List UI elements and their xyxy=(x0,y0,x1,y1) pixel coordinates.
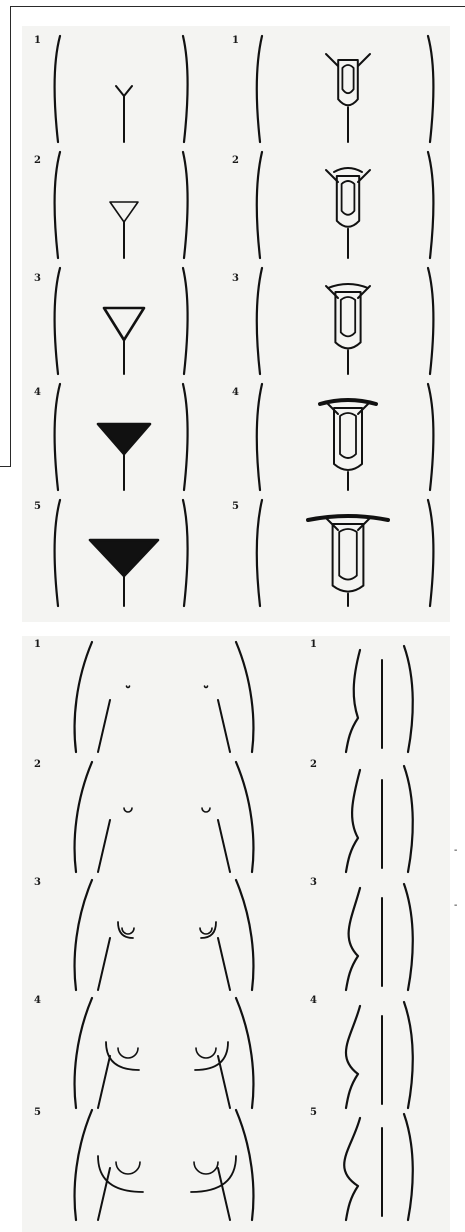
front-torso-left-5 xyxy=(75,1110,92,1220)
front-left-nipple-4 xyxy=(118,1048,138,1058)
male-right-thigh-5 xyxy=(428,500,434,606)
front-left-breast-3 xyxy=(118,922,133,938)
female-left-thigh-4 xyxy=(55,384,61,490)
front-left-nipple-2 xyxy=(124,808,132,812)
front-right-breast-3 xyxy=(201,922,216,938)
female-right-thigh-3 xyxy=(183,268,188,374)
female-pubic-stage-3 xyxy=(104,308,144,340)
front-torso-right-2 xyxy=(236,762,253,872)
side-chest-profile-2 xyxy=(346,770,360,872)
front-arm-lines-3 xyxy=(98,938,230,990)
female-pubic-stage-5 xyxy=(90,540,158,576)
front-right-nipple-1 xyxy=(205,686,208,688)
female-pubic-stage-2 xyxy=(110,202,138,222)
male-left-thigh-1 xyxy=(257,36,262,142)
male-penis-stage-5 xyxy=(339,529,357,580)
male-left-thigh-3 xyxy=(257,268,262,374)
side-chest-profile-3 xyxy=(346,888,360,990)
male-pubic-hair-stage-3 xyxy=(328,284,368,288)
front-torso-right-5 xyxy=(236,1110,253,1220)
female-right-thigh-2 xyxy=(183,152,188,258)
male-left-thigh-5 xyxy=(257,500,262,606)
male-penis-stage-2 xyxy=(342,181,355,215)
female-pubic-stage-1 xyxy=(116,86,132,142)
female-left-thigh-1 xyxy=(55,36,61,142)
front-torso-left-3 xyxy=(75,880,92,990)
front-left-nipple-1 xyxy=(127,686,130,688)
front-right-nipple-4 xyxy=(196,1048,216,1058)
male-right-thigh-2 xyxy=(428,152,434,258)
side-chest-profile-1 xyxy=(346,650,360,752)
male-pubic-hair-stage-4 xyxy=(320,400,376,404)
male-pubic-hair-stage-5 xyxy=(308,516,388,520)
side-back-profile-5 xyxy=(404,1114,413,1220)
front-right-nipple-2 xyxy=(202,808,210,812)
side-chest-profile-4 xyxy=(346,1006,360,1108)
front-arm-lines-5 xyxy=(98,1168,230,1220)
male-pubic-hair-stage-2 xyxy=(334,168,362,172)
male-penis-stage-4 xyxy=(340,413,356,458)
front-arm-lines-4 xyxy=(98,1056,230,1108)
side-back-profile-1 xyxy=(404,646,413,752)
male-scrotum-stage-5 xyxy=(333,524,364,592)
front-torso-left-1 xyxy=(75,642,92,752)
female-left-thigh-5 xyxy=(55,500,61,606)
male-right-thigh-4 xyxy=(428,384,434,490)
male-right-thigh-1 xyxy=(428,36,434,142)
female-left-thigh-3 xyxy=(55,268,61,374)
male-scrotum-stage-4 xyxy=(334,408,362,470)
male-penis-stage-1 xyxy=(342,65,353,93)
male-scrotum-stage-3 xyxy=(335,292,360,348)
side-back-profile-2 xyxy=(404,766,413,872)
female-right-thigh-1 xyxy=(183,36,188,142)
male-left-thigh-2 xyxy=(257,152,262,258)
front-left-nipple-3 xyxy=(122,928,134,934)
front-torso-left-4 xyxy=(75,998,92,1108)
front-right-breast-5 xyxy=(191,1156,236,1192)
front-right-nipple-3 xyxy=(200,928,212,934)
front-left-nipple-5 xyxy=(116,1162,140,1174)
side-back-profile-4 xyxy=(404,1002,413,1108)
front-right-nipple-5 xyxy=(194,1162,218,1174)
front-arm-lines-2 xyxy=(98,820,230,872)
male-scrotum-stage-2 xyxy=(337,176,359,227)
male-scrotum-stage-1 xyxy=(338,60,358,105)
female-left-thigh-2 xyxy=(55,152,61,258)
female-right-thigh-5 xyxy=(183,500,188,606)
male-penis-stage-3 xyxy=(341,297,355,336)
front-torso-left-2 xyxy=(75,762,92,872)
front-arm-lines-1 xyxy=(98,700,230,752)
front-torso-right-4 xyxy=(236,998,253,1108)
side-chest-profile-5 xyxy=(344,1118,360,1220)
male-right-thigh-3 xyxy=(428,268,434,374)
female-pubic-stage-4 xyxy=(98,424,150,454)
side-back-profile-3 xyxy=(404,884,413,990)
front-torso-right-3 xyxy=(236,880,253,990)
front-torso-right-1 xyxy=(236,642,253,752)
female-right-thigh-4 xyxy=(183,384,188,490)
male-left-thigh-4 xyxy=(257,384,262,490)
